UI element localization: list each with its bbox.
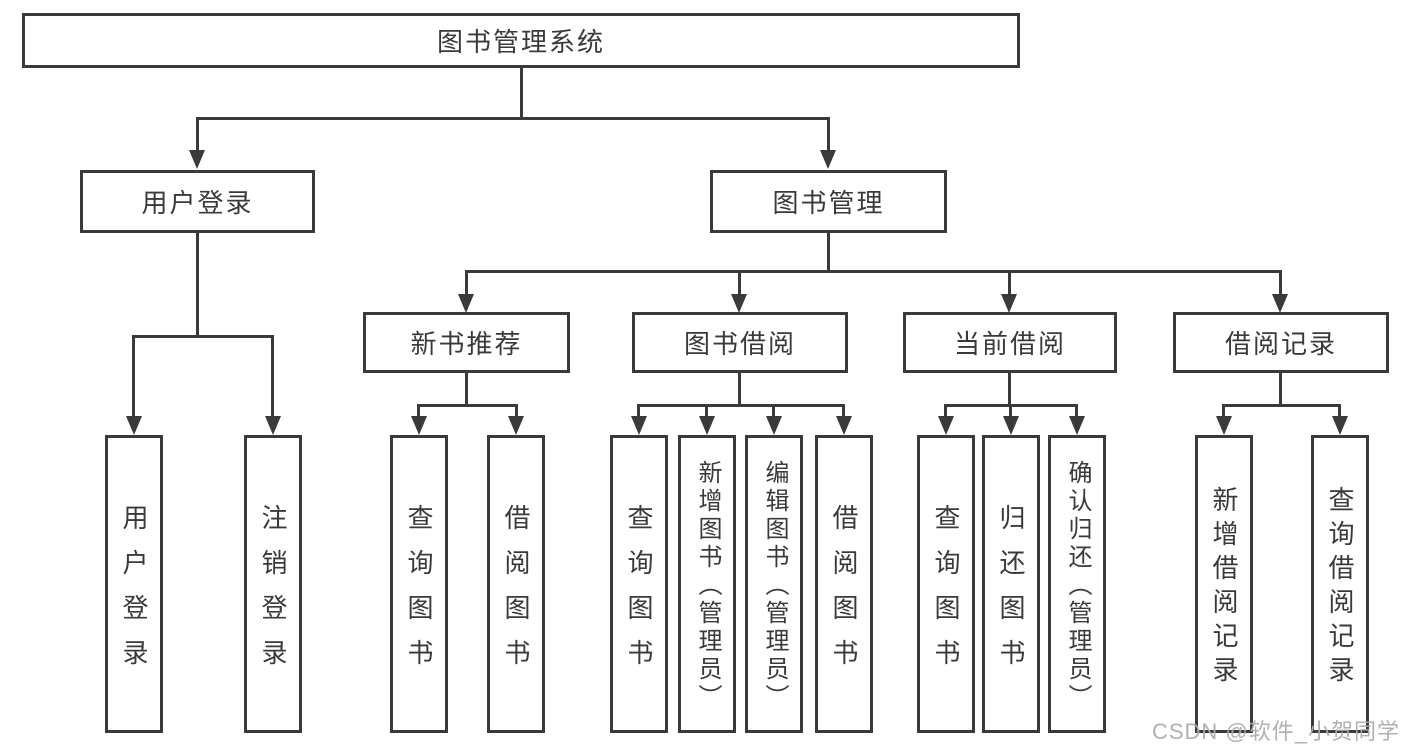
arrow-down-icon bbox=[766, 416, 782, 435]
node-user-login: 用户登录 bbox=[80, 170, 315, 233]
leaf-label: 确认归还（管理员） bbox=[1064, 460, 1091, 712]
connector-line bbox=[827, 233, 830, 273]
connector-line bbox=[1008, 270, 1011, 298]
connector-line bbox=[1279, 373, 1282, 407]
node-root-library-system: 图书管理系统 bbox=[22, 13, 1020, 68]
connector-line bbox=[1222, 404, 1340, 407]
leaf-user-login: 用户登录 bbox=[105, 435, 163, 733]
arrow-down-icon bbox=[1332, 416, 1348, 435]
arrow-down-icon bbox=[1069, 416, 1085, 435]
connector-line bbox=[637, 404, 640, 422]
node-new-book-recommend: 新书推荐 bbox=[363, 312, 570, 373]
leaf-borrow-books-recommend: 借阅图书 bbox=[487, 435, 545, 733]
arrow-down-icon bbox=[731, 294, 747, 313]
leaf-borrow-books: 借阅图书 bbox=[815, 435, 873, 733]
leaf-label: 借阅图书 bbox=[829, 503, 859, 684]
arrow-down-icon bbox=[265, 416, 281, 435]
connector-line bbox=[520, 67, 523, 120]
connector-line bbox=[515, 404, 518, 422]
arrow-down-icon bbox=[1272, 294, 1288, 313]
leaf-label: 查询图书 bbox=[404, 503, 434, 684]
arrow-down-icon bbox=[1216, 416, 1232, 435]
leaf-confirm-return-admin: 确认归还（管理员） bbox=[1048, 435, 1106, 733]
leaf-logout: 注销登录 bbox=[244, 435, 302, 733]
connector-line bbox=[196, 117, 830, 120]
connector-line bbox=[271, 335, 274, 420]
connector-line bbox=[738, 373, 741, 407]
leaf-label: 新增借阅记录 bbox=[1209, 486, 1239, 690]
leaf-label: 查询借阅记录 bbox=[1325, 486, 1355, 690]
arrow-down-icon bbox=[631, 416, 647, 435]
connector-line bbox=[417, 404, 420, 422]
csdn-watermark: CSDN @软件_小贺同学 bbox=[1151, 719, 1400, 744]
arrow-down-icon bbox=[1001, 294, 1017, 313]
node-borrow-records: 借阅记录 bbox=[1173, 312, 1389, 373]
connector-line bbox=[738, 270, 741, 298]
connector-line bbox=[132, 335, 274, 338]
leaf-return-books: 归还图书 bbox=[982, 435, 1040, 733]
node-label: 用户登录 bbox=[141, 188, 254, 218]
connector-line bbox=[1222, 404, 1225, 422]
connector-line bbox=[132, 335, 135, 420]
leaf-label: 查询图书 bbox=[931, 503, 961, 684]
leaf-label: 查询图书 bbox=[624, 503, 654, 684]
leaf-label: 注销登录 bbox=[258, 503, 288, 684]
connector-line bbox=[842, 404, 845, 422]
arrow-down-icon bbox=[699, 416, 715, 435]
leaf-query-books-current: 查询图书 bbox=[917, 435, 975, 733]
connector-line bbox=[1008, 373, 1011, 407]
connector-line bbox=[465, 373, 468, 407]
arrow-down-icon bbox=[411, 416, 427, 435]
connector-line bbox=[827, 117, 830, 153]
leaf-add-borrow-record: 新增借阅记录 bbox=[1195, 435, 1253, 733]
node-book-borrow: 图书借阅 bbox=[632, 312, 848, 373]
leaf-query-borrow-record: 查询借阅记录 bbox=[1311, 435, 1369, 733]
leaf-query-books-borrow: 查询图书 bbox=[610, 435, 668, 733]
arrow-down-icon bbox=[126, 416, 142, 435]
connector-line bbox=[637, 404, 844, 407]
arrow-down-icon bbox=[508, 416, 524, 435]
connector-line bbox=[465, 270, 1282, 273]
leaf-query-books-recommend: 查询图书 bbox=[390, 435, 448, 733]
connector-line bbox=[196, 233, 199, 338]
connector-line bbox=[772, 404, 775, 422]
node-book-management: 图书管理 bbox=[710, 170, 947, 233]
arrow-down-icon bbox=[458, 294, 474, 313]
leaf-add-book-admin: 新增图书（管理员） bbox=[678, 435, 736, 733]
node-label: 图书管理 bbox=[772, 188, 885, 218]
connector-line bbox=[196, 117, 199, 153]
node-label: 借阅记录 bbox=[1224, 329, 1337, 359]
connector-line bbox=[1075, 404, 1078, 422]
connector-line bbox=[1009, 404, 1012, 422]
node-label: 图书借阅 bbox=[683, 329, 796, 359]
node-label: 新书推荐 bbox=[410, 329, 523, 359]
node-current-borrow: 当前借阅 bbox=[903, 312, 1117, 373]
leaf-label: 新增图书（管理员） bbox=[694, 460, 721, 712]
arrow-down-icon bbox=[938, 416, 954, 435]
connector-line bbox=[944, 404, 947, 422]
connector-line bbox=[465, 270, 468, 298]
arrow-down-icon bbox=[820, 150, 836, 169]
leaf-label: 编辑图书（管理员） bbox=[761, 460, 788, 712]
arrow-down-icon bbox=[836, 416, 852, 435]
leaf-label: 借阅图书 bbox=[501, 503, 531, 684]
arrow-down-icon bbox=[1003, 416, 1019, 435]
leaf-label: 用户登录 bbox=[119, 503, 149, 684]
connector-line bbox=[1338, 404, 1341, 422]
connector-line bbox=[1279, 270, 1282, 298]
node-label: 图书管理系统 bbox=[436, 27, 605, 57]
arrow-down-icon bbox=[189, 150, 205, 169]
leaf-edit-book-admin: 编辑图书（管理员） bbox=[745, 435, 803, 733]
connector-line bbox=[417, 404, 518, 407]
node-label: 当前借阅 bbox=[953, 329, 1066, 359]
connector-line bbox=[705, 404, 708, 422]
leaf-label: 归还图书 bbox=[996, 503, 1026, 684]
